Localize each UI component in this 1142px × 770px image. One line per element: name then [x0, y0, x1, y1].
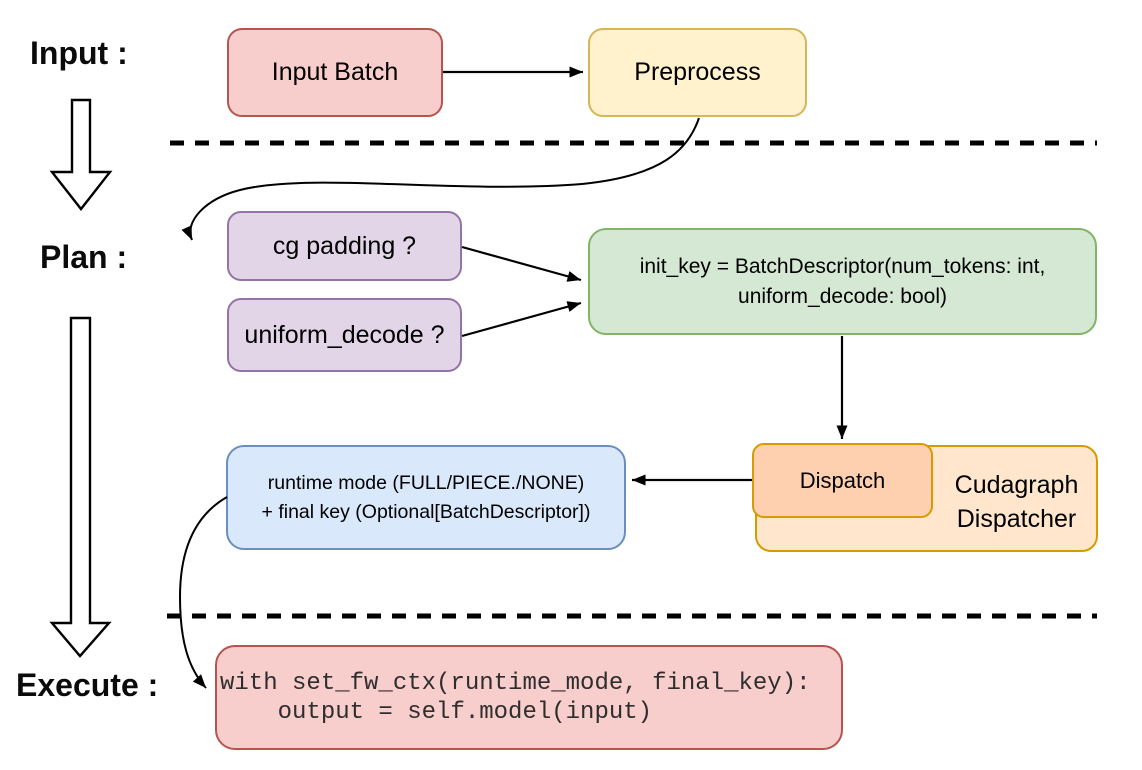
node-dispatch-label: Dispatch [799, 467, 886, 493]
cudagraph-label-line1: Cudagraph [954, 470, 1079, 499]
node-input-batch: Input Batch [227, 28, 443, 117]
edge-uniformdecode-initkey [461, 301, 582, 338]
cudagraph-dispatcher-label: Cudagraph Dispatcher [935, 447, 1098, 550]
node-preprocess-label: Preprocess [634, 58, 761, 86]
stage-label-plan: Plan : [40, 239, 128, 275]
node-cg-padding: cg padding ? [227, 211, 462, 281]
execute-code-line1: with set_fw_ctx(runtime_mode, final_key)… [220, 669, 811, 697]
stage-label-execute: Execute : [16, 667, 159, 703]
edge-cgpadding-initkey [461, 245, 582, 282]
node-preprocess: Preprocess [588, 28, 807, 117]
node-input-batch-label: Input Batch [271, 58, 399, 86]
node-uniform-decode: uniform_decode ? [227, 298, 462, 372]
node-cg-padding-label: cg padding ? [272, 231, 417, 260]
node-dispatch: Dispatch [752, 443, 933, 518]
node-runtime-mode: runtime mode (FULL/PIECE./NONE) + final … [226, 445, 626, 550]
node-init-key-line2: uniform_decode: bool) [738, 284, 947, 308]
node-init-key: init_key = BatchDescriptor(num_tokens: i… [588, 228, 1097, 335]
node-execute-code: with set_fw_ctx(runtime_mode, final_key)… [215, 645, 843, 750]
node-init-key-line1: init_key = BatchDescriptor(num_tokens: i… [639, 254, 1046, 278]
input-stage-arrow-icon [49, 98, 113, 211]
node-runtime-line1: runtime mode (FULL/PIECE./NONE) [267, 471, 585, 494]
plan-to-execute-arrow-icon [49, 316, 112, 658]
stage-label-input: Input : [30, 35, 128, 71]
cudagraph-label-line2: Dispatcher [956, 504, 1077, 533]
execute-code-line2: output = self.model(input) [220, 698, 653, 726]
node-runtime-line2: + final key (Optional[BatchDescriptor]) [261, 500, 591, 523]
node-uniform-decode-label: uniform_decode ? [244, 320, 445, 349]
